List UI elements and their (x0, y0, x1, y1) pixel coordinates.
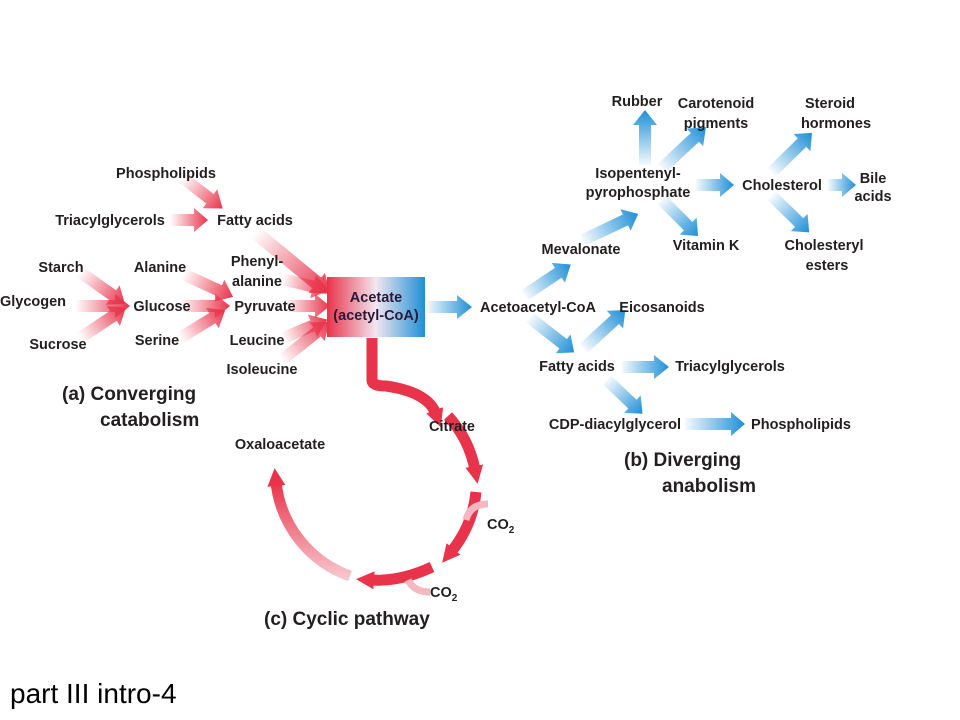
acetate-feed-arrow (366, 338, 444, 428)
label-cholesteryl-1: Cholesteryl (785, 238, 864, 254)
caption-cyclic: (c) Cyclic pathway (264, 609, 430, 630)
label-oxaloacetate: Oxaloacetate (235, 437, 325, 453)
co2-release-1 (462, 500, 489, 522)
arrow-triacylglycerols-to-fatty-acids (170, 208, 208, 232)
label-co2-2: CO2 (430, 585, 458, 604)
arrow-cdp-diacylglycerol-to-phospholipids (685, 412, 745, 436)
arc-left-to-oxaloacetate (267, 468, 352, 582)
label-isoleucine: Isoleucine (227, 362, 298, 378)
label-fatty-acids-diverging: Fatty acids (539, 359, 615, 375)
label-vitamin-k: Vitamin K (673, 238, 740, 254)
label-leucine: Leucine (230, 333, 285, 349)
arrow-acetoacetyl-coa-to-mevalonate (521, 262, 571, 300)
arrow-acetate-to-acetoacetyl-coa (427, 295, 472, 319)
caption-converging-2: catabolism (100, 410, 199, 431)
label-alanine: Alanine (134, 260, 186, 276)
label-phenylalanine-2: alanine (232, 274, 282, 290)
arrow-isoleucine-to-acetate (278, 321, 330, 365)
label-phospholipids-source: Phospholipids (116, 166, 216, 182)
arrow-starch-to-glucose (76, 267, 125, 305)
arrow-isopentenyl-to-rubber (633, 110, 657, 165)
arrow-leucine-to-acetate (280, 314, 328, 344)
arrow-cholesterol-to-steroid (767, 132, 813, 177)
arrow-cholesterol-to-cholesteryl (767, 191, 810, 233)
caption-diverging-2: anabolism (662, 476, 756, 497)
label-triacylglycerols-source: Triacylglycerols (55, 213, 165, 229)
cyclic-pathway (267, 338, 489, 596)
label-co2-1: CO2 (487, 517, 515, 536)
arrow-fatty-acids-to-acetate (250, 226, 330, 294)
label-starch: Starch (38, 260, 83, 276)
acetate-label: Acetate (350, 290, 402, 306)
acetate-box (327, 277, 425, 337)
acetyl-coa-label: (acetyl-CoA) (333, 308, 419, 324)
diverging-arrows (427, 110, 856, 436)
label-steroid-2: hormones (801, 116, 871, 132)
label-cdp-diacylglycerol: CDP-diacylglycerol (549, 417, 681, 433)
label-cholesteryl-2: esters (806, 258, 849, 274)
arrow-fatty-acids-to-triacylglycerols (622, 355, 669, 379)
label-glycogen: Glycogen (0, 294, 66, 310)
converging-arrows (75, 173, 330, 365)
label-steroid-1: Steroid (805, 96, 855, 112)
label-carotenoid-1: Carotenoid (678, 96, 755, 112)
label-pyruvate: Pyruvate (234, 299, 295, 315)
slide-footer: part III intro-4 (10, 678, 177, 709)
arrow-isopentenyl-to-carotenoid (657, 127, 706, 173)
label-serine: Serine (135, 333, 179, 349)
arc-bottom (356, 561, 435, 590)
arrow-fatty-acids-to-eicosanoids (579, 310, 626, 353)
arrow-serine-to-pyruvate (176, 307, 226, 344)
label-rubber: Rubber (612, 94, 663, 110)
label-bile-2: acids (854, 189, 891, 205)
label-glucose: Glucose (133, 299, 190, 315)
arrow-sucrose-to-glucose (76, 305, 126, 343)
label-isopentenyl-1: Isopentenyl- (595, 166, 681, 182)
label-isopentenyl-2: pyrophosphate (586, 185, 691, 201)
caption-converging-1: (a) Converging (62, 384, 196, 405)
arrow-pyruvate-to-acetate (285, 294, 330, 318)
label-cholesterol: Cholesterol (742, 178, 822, 194)
label-bile-1: Bile (860, 171, 887, 187)
arrow-isopentenyl-to-cholesterol (696, 173, 734, 197)
arrow-phenylalanine-to-acetate (280, 273, 329, 299)
arrow-acetoacetyl-coa-to-fatty-acids (526, 313, 575, 354)
arrow-fatty-acids-to-cdp-diacylglycerol (602, 375, 643, 414)
label-fatty-acids-converging: Fatty acids (217, 213, 293, 229)
co2-release-2 (404, 578, 431, 596)
label-acetoacetyl-coa: Acetoacetyl-CoA (480, 300, 597, 316)
label-sucrose: Sucrose (29, 337, 86, 353)
arrow-isopentenyl-to-vitamin-k (657, 195, 699, 237)
arrow-cholesterol-to-bile (828, 173, 856, 197)
label-eicosanoids: Eicosanoids (619, 300, 704, 316)
label-triacylglycerols-product: Triacylglycerols (675, 359, 785, 375)
label-citrate: Citrate (429, 419, 475, 435)
label-phospholipids-product: Phospholipids (751, 417, 851, 433)
arc-right-lower (442, 491, 482, 563)
arrow-alanine-to-pyruvate (180, 268, 234, 302)
caption-diverging-1: (b) Diverging (624, 450, 741, 471)
label-phenylalanine-1: Phenyl- (231, 254, 284, 270)
label-carotenoid-2: pigments (684, 116, 748, 132)
arrow-phospholipids-to-fatty-acids (179, 173, 223, 209)
label-mevalonate: Mevalonate (542, 242, 621, 258)
arrow-mevalonate-to-isopentenyl (580, 209, 639, 246)
arc-citrate-to-co2 (443, 412, 484, 484)
